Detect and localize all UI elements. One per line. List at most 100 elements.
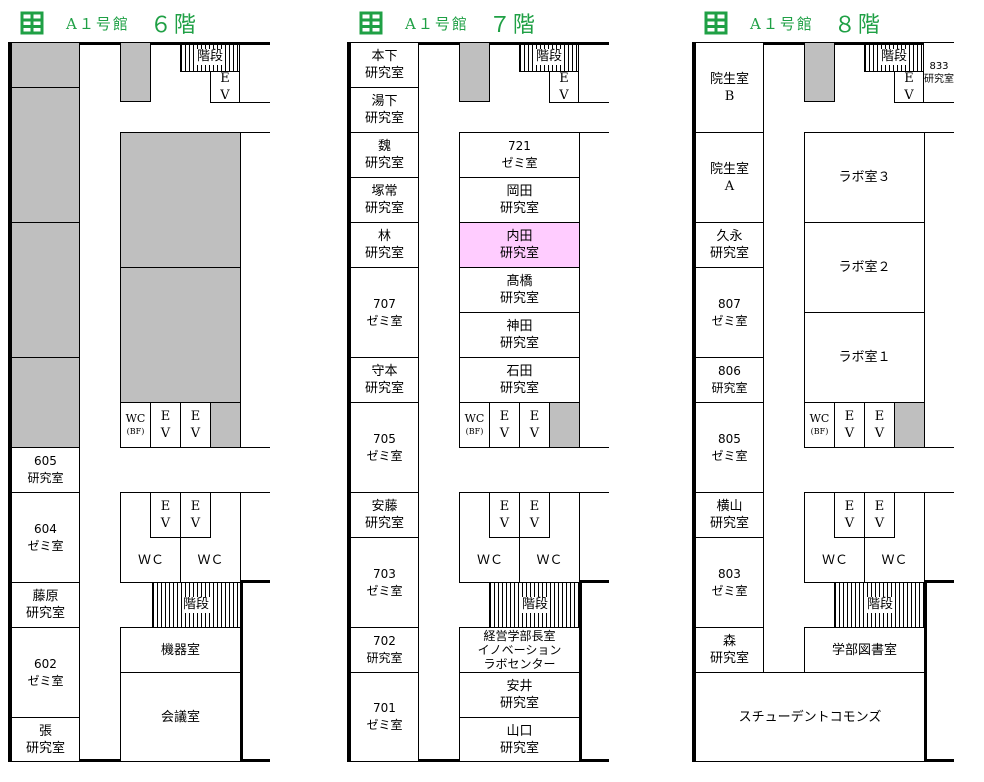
room-604[interactable]: 604 ゼミ室 bbox=[11, 492, 80, 583]
wall bbox=[239, 102, 270, 103]
room-hisanaga[interactable]: 久永 研究室 bbox=[695, 222, 764, 268]
room-605[interactable]: 605 研究室 bbox=[11, 447, 80, 493]
elevator[interactable]: E V bbox=[894, 71, 924, 103]
wc-room[interactable]: ＷＣ bbox=[881, 552, 908, 568]
wc-barrier-free[interactable]: WC (BF) bbox=[120, 402, 151, 448]
wall bbox=[240, 580, 270, 583]
room-grad-b[interactable]: 院生室 B bbox=[695, 42, 764, 133]
room-tsukatsune[interactable]: 塚常 研究室 bbox=[350, 177, 419, 223]
room-702[interactable]: 702 研究室 bbox=[350, 627, 419, 673]
wc-barrier-free[interactable]: WC (BF) bbox=[459, 402, 490, 448]
wall bbox=[864, 537, 865, 583]
wc-room[interactable]: ＷＣ bbox=[476, 552, 503, 568]
room-ando[interactable]: 安藤 研究室 bbox=[350, 492, 419, 538]
room-lab-1[interactable]: ラボ室１ bbox=[804, 312, 925, 403]
room-uchida[interactable]: 内田 研究室 bbox=[459, 222, 580, 268]
wall bbox=[923, 102, 954, 103]
elevator[interactable]: E V bbox=[834, 492, 865, 538]
floor-label: ６階 bbox=[149, 13, 198, 38]
elevator[interactable]: E V bbox=[549, 71, 579, 103]
room-602[interactable]: 602 ゼミ室 bbox=[11, 627, 80, 718]
floor-7: A１号館 ７階 本下 研究室 湯下 研究室 魏 研究室 塚常 研究室 林 研究室… bbox=[347, 0, 609, 782]
room-703[interactable]: 703 ゼミ室 bbox=[350, 537, 419, 628]
storage-area bbox=[11, 42, 80, 88]
floor-label: ７階 bbox=[488, 13, 537, 38]
storage-area bbox=[11, 357, 80, 448]
room-morimoto[interactable]: 守本 研究室 bbox=[350, 357, 419, 403]
elevator[interactable]: E V bbox=[519, 402, 550, 448]
floor-header: A１号館 ６階 bbox=[20, 8, 198, 38]
room-807[interactable]: 807 ゼミ室 bbox=[695, 267, 764, 358]
wc-room[interactable]: ＷＣ bbox=[536, 552, 563, 568]
floor-8: A１号館 ８階 院生室 B 院生室 A 久永 研究室 807 ゼミ室 806 研… bbox=[692, 0, 954, 782]
wall bbox=[579, 580, 609, 583]
room-motoshita[interactable]: 本下 研究室 bbox=[350, 42, 419, 88]
wall bbox=[180, 537, 181, 583]
room-705[interactable]: 705 ゼミ室 bbox=[350, 402, 419, 493]
room-806[interactable]: 806 研究室 bbox=[695, 357, 764, 403]
room-student-commons[interactable]: スチューデントコモンズ bbox=[695, 672, 925, 762]
room-lab-3[interactable]: ラボ室３ bbox=[804, 132, 925, 223]
floor-header: A１号館 ８階 bbox=[704, 8, 882, 38]
room-fujiwara[interactable]: 藤原 研究室 bbox=[11, 582, 80, 628]
room-yasui[interactable]: 安井 研究室 bbox=[459, 672, 580, 718]
wall bbox=[240, 580, 243, 762]
room-gi[interactable]: 魏 研究室 bbox=[350, 132, 419, 178]
room-conference[interactable]: 会議室 bbox=[120, 672, 241, 762]
elevator[interactable]: E V bbox=[210, 71, 240, 103]
stairs-label: 階段 bbox=[182, 597, 211, 613]
room-okada[interactable]: 岡田 研究室 bbox=[459, 177, 580, 223]
room-yokoyama[interactable]: 横山 研究室 bbox=[695, 492, 764, 538]
floor-label: ８階 bbox=[833, 13, 882, 38]
room-dean-innovation-lab[interactable]: 経営学部長室 イノベーション ラボセンター bbox=[459, 627, 580, 673]
storage-area bbox=[120, 267, 241, 403]
room-805[interactable]: 805 ゼミ室 bbox=[695, 402, 764, 493]
wall bbox=[579, 492, 609, 493]
elevator[interactable]: E V bbox=[834, 402, 865, 448]
room-lab-2[interactable]: ラボ室２ bbox=[804, 222, 925, 313]
elevator[interactable]: E V bbox=[519, 492, 550, 538]
building-icon bbox=[704, 11, 728, 35]
wall bbox=[924, 132, 954, 133]
room-takahashi[interactable]: 髙橋 研究室 bbox=[459, 267, 580, 313]
room-721[interactable]: 721 ゼミ室 bbox=[459, 132, 580, 178]
elevator[interactable]: E V bbox=[489, 492, 520, 538]
room-faculty-library[interactable]: 学部図書室 bbox=[804, 627, 925, 673]
wall bbox=[579, 447, 609, 448]
room-yamaguchi[interactable]: 山口 研究室 bbox=[459, 717, 580, 762]
stairs-label: 階段 bbox=[196, 49, 225, 65]
elevator[interactable]: E V bbox=[489, 402, 520, 448]
room-kanda[interactable]: 神田 研究室 bbox=[459, 312, 580, 358]
elevator[interactable]: E V bbox=[150, 492, 181, 538]
room-yushita[interactable]: 湯下 研究室 bbox=[350, 87, 419, 133]
storage-area bbox=[11, 222, 80, 358]
room-hayashi[interactable]: 林 研究室 bbox=[350, 222, 419, 268]
wall bbox=[924, 580, 954, 583]
building-name: A１号館 bbox=[405, 14, 469, 33]
stairs-label: 階段 bbox=[535, 49, 564, 65]
building-name: A１号館 bbox=[66, 14, 130, 33]
elevator[interactable]: E V bbox=[864, 492, 895, 538]
elevator[interactable]: E V bbox=[180, 402, 211, 448]
wc-room[interactable]: ＷＣ bbox=[137, 552, 164, 568]
room-701[interactable]: 701 ゼミ室 bbox=[350, 672, 419, 762]
storage-area bbox=[894, 402, 925, 448]
room-707[interactable]: 707 ゼミ室 bbox=[350, 267, 419, 358]
stairs-label: 階段 bbox=[866, 597, 895, 613]
storage-area bbox=[120, 42, 151, 102]
wc-barrier-free[interactable]: WC (BF) bbox=[804, 402, 835, 448]
room-equipment[interactable]: 機器室 bbox=[120, 627, 241, 673]
elevator[interactable]: E V bbox=[864, 402, 895, 448]
room-803[interactable]: 803 ゼミ室 bbox=[695, 537, 764, 628]
building-name: A１号館 bbox=[750, 14, 814, 33]
wc-room[interactable]: ＷＣ bbox=[197, 552, 224, 568]
room-zhang[interactable]: 張 研究室 bbox=[11, 717, 80, 762]
elevator[interactable]: E V bbox=[150, 402, 181, 448]
storage-area bbox=[11, 87, 80, 223]
wc-room[interactable]: ＷＣ bbox=[821, 552, 848, 568]
room-833[interactable]: 833 研究室 bbox=[923, 42, 954, 103]
room-mori[interactable]: 森 研究室 bbox=[695, 627, 764, 673]
elevator[interactable]: E V bbox=[180, 492, 211, 538]
room-ishida[interactable]: 石田 研究室 bbox=[459, 357, 580, 403]
room-grad-a[interactable]: 院生室 A bbox=[695, 132, 764, 223]
